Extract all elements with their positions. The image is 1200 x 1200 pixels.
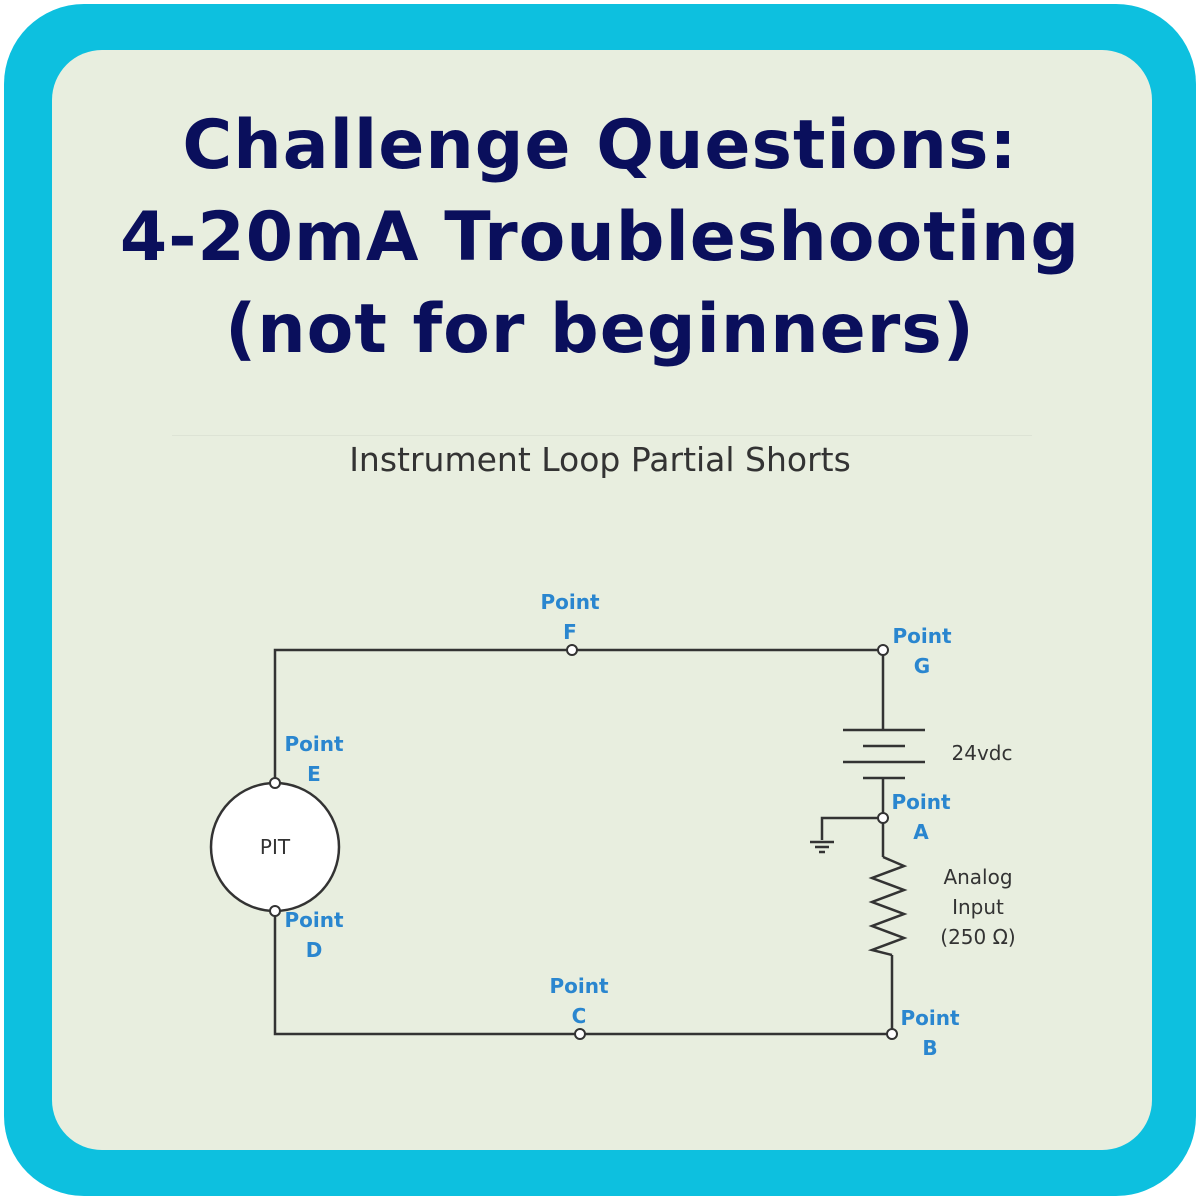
page-title: Challenge Questions: 4-20mA Troubleshoot… [0,100,1200,376]
resistor-label-2: Input [952,895,1004,919]
ground-icon [810,840,834,854]
pit-label: PIT [260,835,291,859]
point-b-word: Point [900,1006,959,1030]
diagram-title: Instrument Loop Partial Shorts [349,440,851,479]
point-b-letter: B [922,1036,937,1060]
point-e-word: Point [284,732,343,756]
resistor-label-3: (250 Ω) [940,925,1015,949]
title-line-2: 4-20mA Troubleshooting [119,198,1081,277]
point-g-word: Point [892,624,951,648]
point-c-letter: C [572,1004,587,1028]
divider [172,435,1032,436]
node-d [269,905,281,917]
point-a-letter: A [913,820,929,844]
node-e [269,777,281,789]
title-line-1: Challenge Questions: [182,106,1018,185]
point-e-letter: E [307,762,321,786]
point-f-word: Point [540,590,599,614]
point-a-word: Point [891,790,950,814]
node-f [566,644,578,656]
content-panel [52,50,1152,1150]
node-c [574,1028,586,1040]
node-g [877,644,889,656]
node-b [886,1028,898,1040]
node-a [877,812,889,824]
point-d-letter: D [306,938,323,962]
battery-label: 24vdc [952,741,1013,765]
point-d-word: Point [284,908,343,932]
point-f-letter: F [563,620,577,644]
wire-top [273,648,885,783]
ground-wire [820,816,883,840]
resistor-label-1: Analog [943,865,1012,889]
resistor-icon [867,855,908,957]
battery-icon [843,728,925,780]
point-g-letter: G [914,654,930,678]
title-line-3: (not for beginners) [225,290,975,369]
point-c-word: Point [549,974,608,998]
